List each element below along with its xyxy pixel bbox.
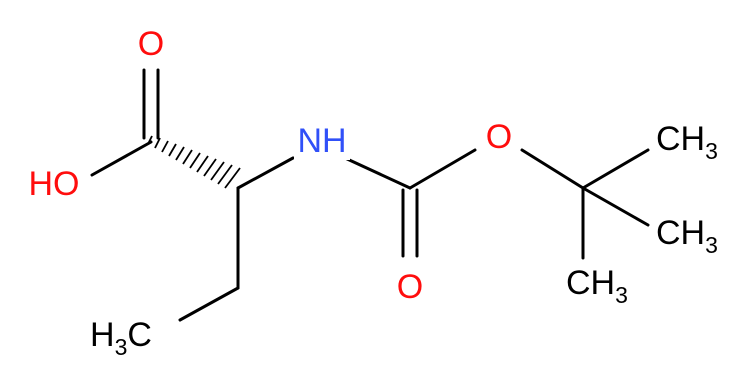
bond-acid-hydroxyl [90, 140, 153, 177]
oxygen-label-ester: O [486, 118, 512, 156]
methyl-label-3: CH3 [566, 264, 628, 308]
methyl-label-2: CH3 [656, 214, 718, 258]
oxygen-label-acid-carbonyl: O [138, 25, 164, 63]
bond-nitrogen-carbamate [343, 156, 412, 190]
bond-carbamate-ester-oxygen [408, 148, 477, 190]
oxygen-label-carbamate-carbonyl: O [397, 268, 423, 306]
bond-methylene-methyl [178, 286, 240, 322]
bonds [90, 68, 650, 322]
bond-alpha-nitrogen [236, 156, 295, 190]
bond-ester-oxygen-tert-carbon [520, 148, 585, 190]
methyl-label-1: CH3 [656, 120, 718, 164]
ethyl-methyl-label: H3C [90, 316, 152, 360]
hashed-wedge-bond [147, 135, 241, 189]
hydroxyl-label: HO [29, 165, 80, 203]
bond-tert-methyl-1 [581, 148, 650, 190]
atom-labels: O HO NH O O CH3 CH3 CH3 H [20, 22, 736, 360]
bond-tert-methyl-2 [581, 186, 650, 227]
nh-label: NH [297, 122, 346, 160]
nh-text: NH [297, 122, 346, 160]
